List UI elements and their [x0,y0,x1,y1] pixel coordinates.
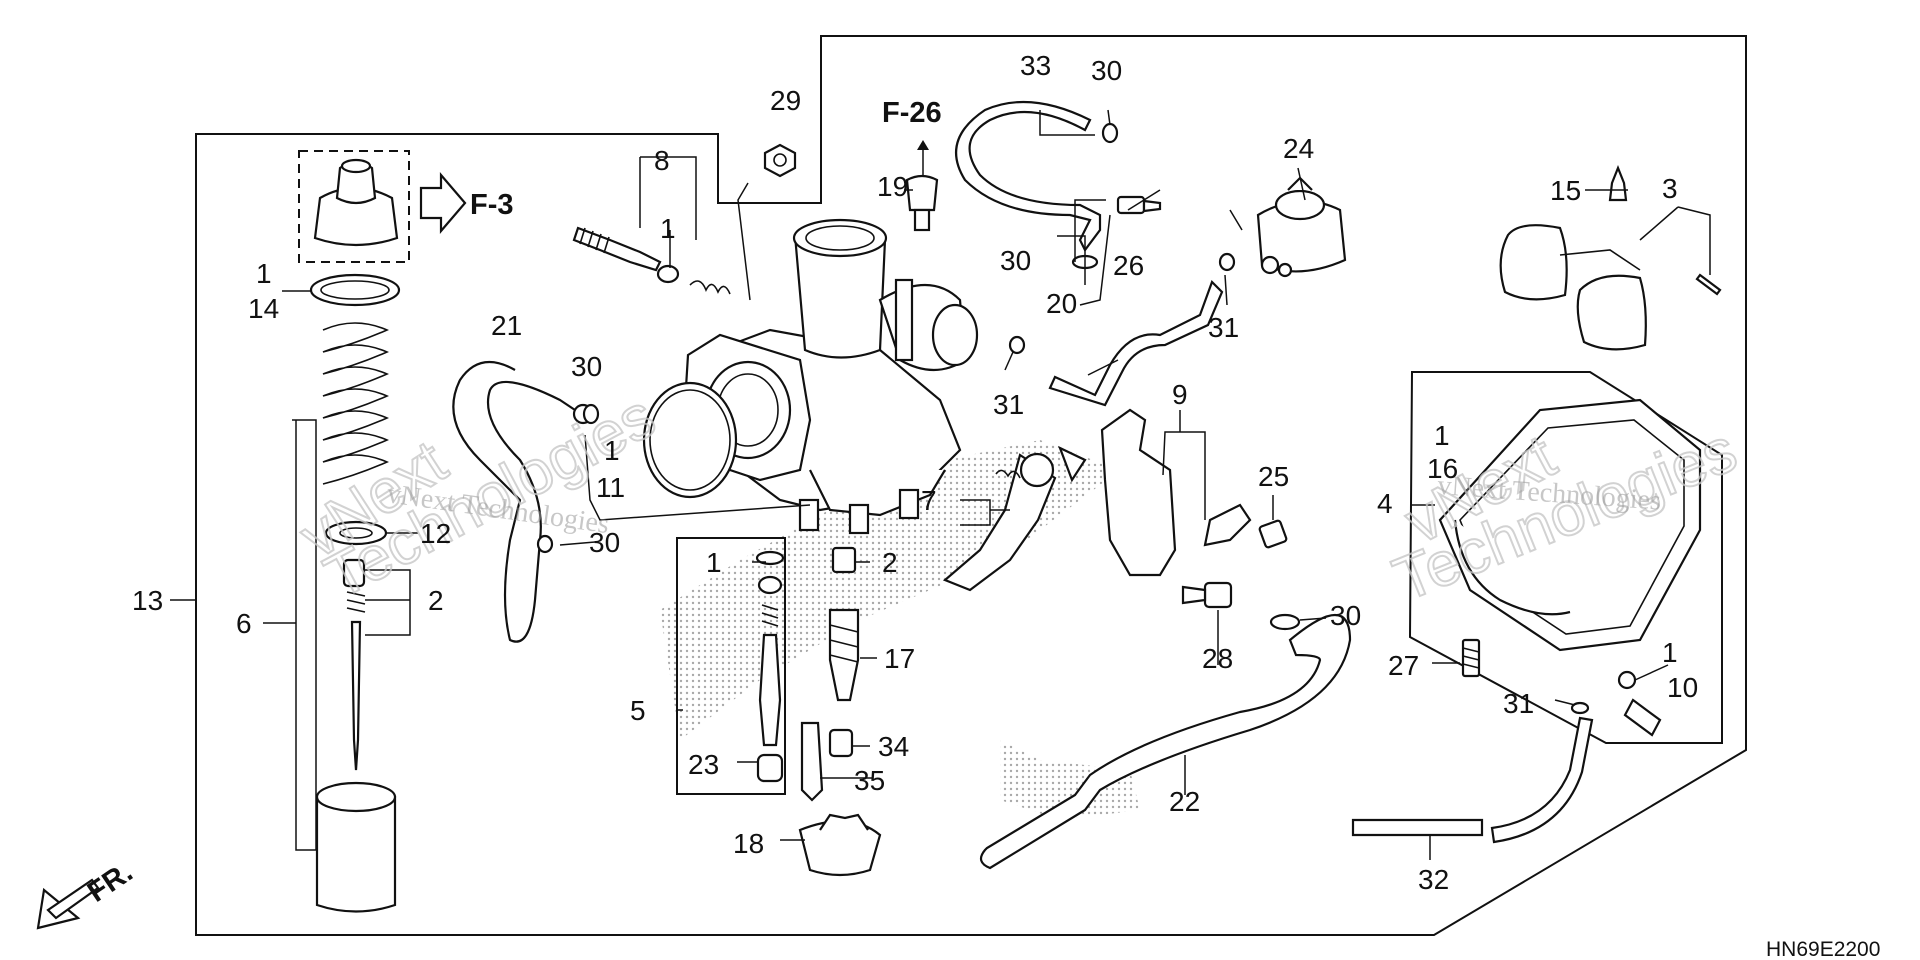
jet-needle [350,620,362,771]
callout-2-right: 2 [882,547,898,578]
pilot-screw-assembly [572,226,731,295]
callout-18: 18 [733,828,764,859]
throttle-spring [322,322,389,485]
callout-11: 11 [596,472,625,503]
bolt-28 [1181,581,1233,609]
callout-16: 16 [1427,453,1458,484]
callout-23: 23 [688,749,719,780]
callout-labels: 1 14 13 6 12 2 8 1 29 19 21 30 1 11 30 3… [132,50,1698,895]
carburetor-body [682,218,979,535]
callout-5: 5 [630,695,646,726]
callout-15: 15 [1550,175,1581,206]
front-direction-arrow: FR. [36,856,139,930]
callout-1-jetkit: 1 [706,547,722,578]
f3-reference-arrow: F-3 [419,172,514,234]
diagram-code: HN69E2200 [1766,938,1880,960]
top-cap-dashed-frame [298,150,410,263]
callout-17: 17 [884,643,915,674]
callout-31-upper: 31 [1208,312,1239,343]
ref-front: FR. [82,856,139,909]
clip-30-upper-left [582,403,600,425]
callout-14: 14 [248,293,279,324]
callout-30-lower: 30 [1330,600,1361,631]
drain-nut-29 [763,143,797,178]
callout-30-lower-left: 30 [589,527,620,558]
cable-bracket-9 [1100,408,1252,577]
callout-35: 35 [854,765,885,796]
drain-screw-10 [1617,670,1662,737]
screw-26 [1116,195,1162,215]
top-gasket [309,273,401,307]
callout-30-center: 30 [1000,245,1031,276]
bolt-25 [1258,519,1288,549]
hose-22 [979,613,1352,870]
callout-10: 10 [1667,672,1698,703]
callout-26: 26 [1113,250,1144,281]
callout-7: 7 [921,485,937,516]
float-chamber-bowl [1438,398,1702,652]
callout-6: 6 [236,608,252,639]
callout-21: 21 [491,310,522,341]
callout-24: 24 [1283,133,1314,164]
spring-retainer-seat [324,520,388,546]
jet-kit-frame [676,537,786,795]
clip-30-lower-left [536,534,554,554]
hose-33 [955,100,1102,253]
ref-f26: F-26 [882,97,942,129]
float-chamber-frame [1408,371,1723,744]
callout-30-top: 30 [1091,55,1122,86]
jet-kit-parts [755,550,785,783]
callout-19: 19 [877,171,908,202]
callout-8: 8 [654,145,670,176]
leader-lines [170,109,1711,860]
clip-31-lower-right [1570,701,1590,715]
callout-31-center: 31 [993,389,1024,420]
callout-13: 13 [132,585,163,616]
jet-34 [828,728,854,758]
callout-28: 28 [1202,643,1233,674]
callout-27: 27 [1388,650,1419,681]
callout-1-pilot: 1 [660,213,676,244]
callout-1-oring: 1 [604,435,620,466]
callout-12: 12 [420,518,451,549]
clip-31-upper [1218,252,1236,272]
screw-27 [1461,638,1481,678]
float-assembly [1499,165,1722,351]
f26-reference-arrow: F-26 [882,97,942,175]
cap-18 [798,813,882,877]
callout-29: 29 [770,85,801,116]
clip-30-hose33 [1101,122,1119,144]
carburetor-top-cap [313,158,399,247]
callout-9: 9 [1172,379,1188,410]
callout-34: 34 [878,731,909,762]
hose-20 [1048,280,1224,407]
needle-clip-and-spring [342,558,366,613]
vent-fitting-19 [905,174,939,232]
outer-frame [195,35,1747,936]
throttle-link-7 [942,445,1087,592]
callout-1-drain: 1 [1662,637,1678,668]
air-cut-valve [1256,176,1347,278]
clip-31-hose20 [1008,335,1026,355]
callout-3: 3 [1662,173,1678,204]
callout-33: 33 [1020,50,1051,81]
callout-4: 4 [1377,488,1393,519]
starter-valve-35 [800,721,824,802]
hose-32 [1351,716,1594,844]
callout-30-upper-left: 30 [571,351,602,382]
callout-31-lower-right: 31 [1503,688,1534,719]
callout-1-chamber: 1 [1434,420,1450,451]
intake-o-ring [642,381,738,499]
callout-25: 25 [1258,461,1289,492]
ref-f3: F-3 [470,189,514,221]
callout-32: 32 [1418,864,1449,895]
callout-20: 20 [1046,288,1077,319]
throttle-valve [315,781,397,913]
callout-22: 22 [1169,786,1200,817]
callout-1-top-left: 1 [256,258,272,289]
needle-jet-holder-17 [828,546,860,702]
callout-2-left: 2 [428,585,444,616]
